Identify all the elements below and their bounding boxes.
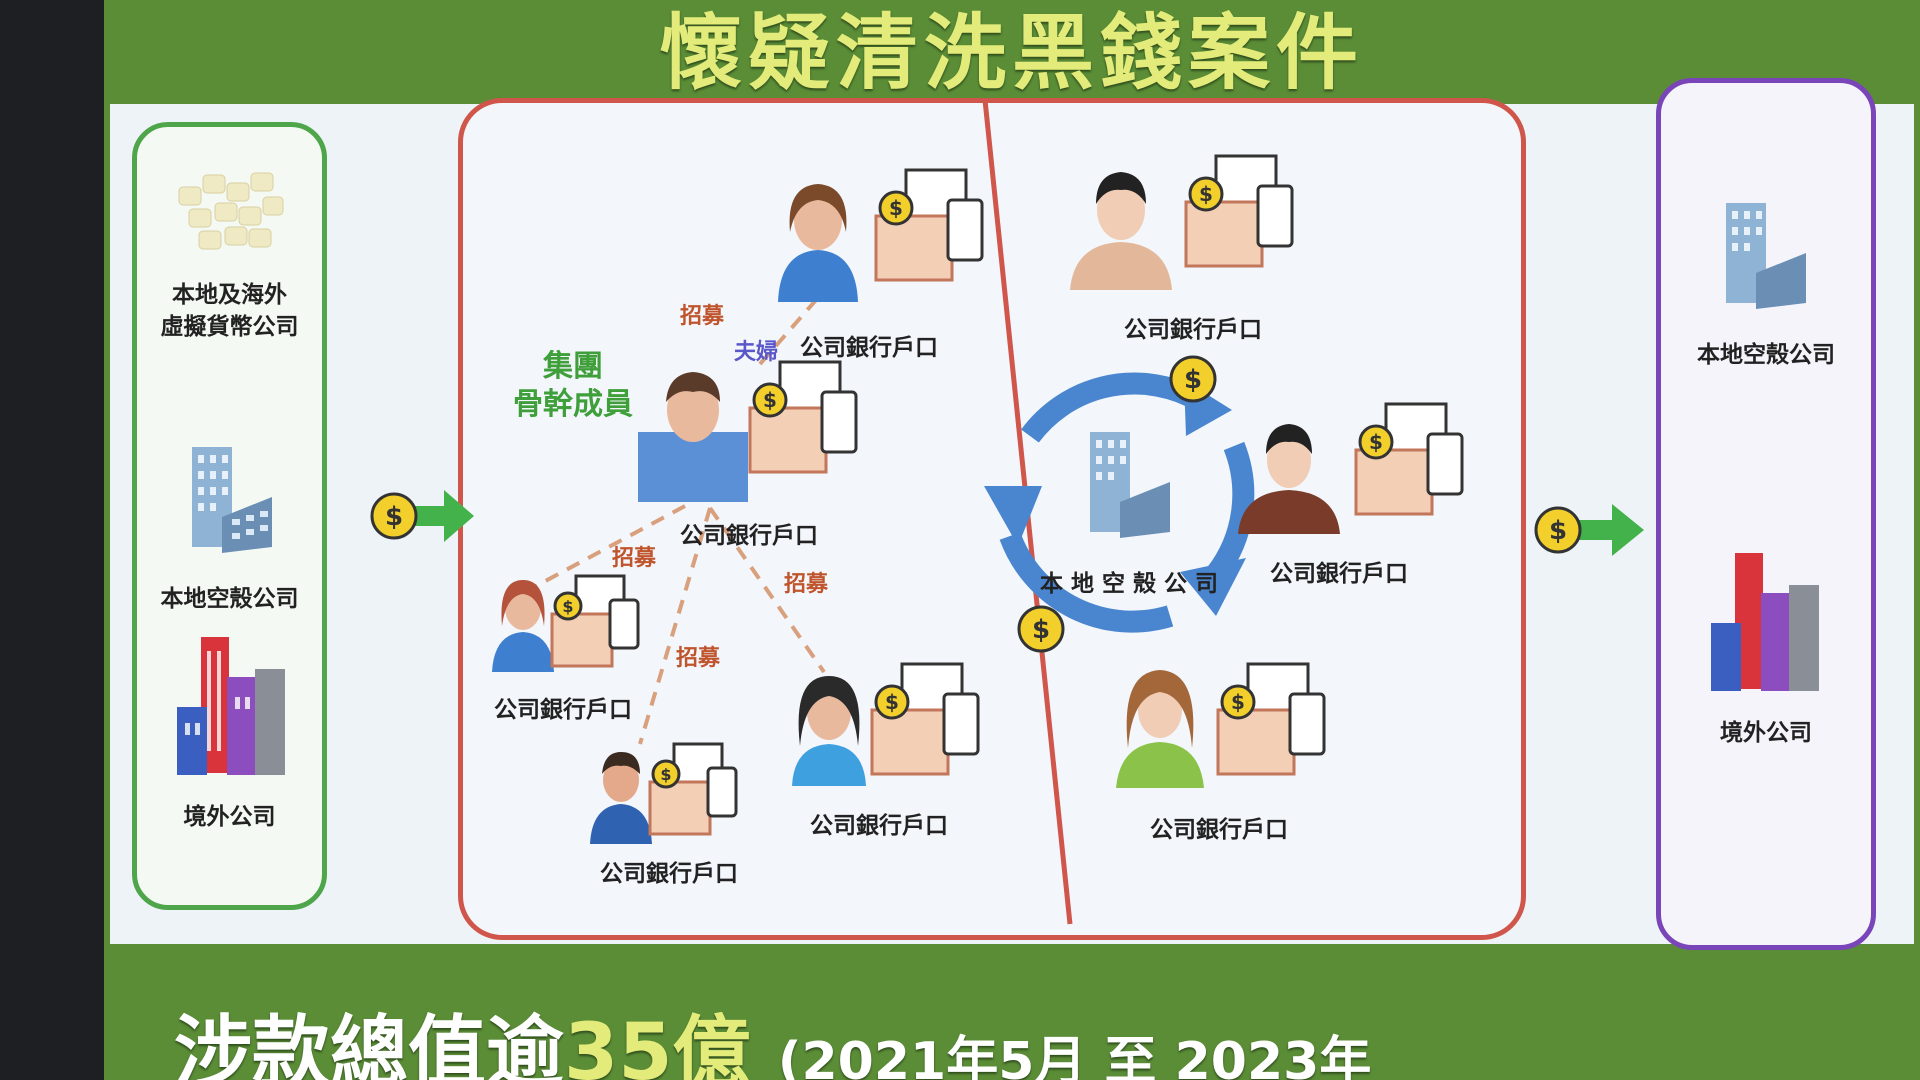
total-amount-caption: 涉款總值逾35億 (2021年5月 至 2023年: [174, 990, 1371, 1080]
recruit-a-avatar: [492, 580, 554, 672]
office-building-icon: [1726, 203, 1806, 309]
offshore-company-label: 境外公司: [183, 804, 276, 830]
man-b-avatar: [1238, 424, 1340, 534]
svg-text:$: $: [1231, 690, 1245, 714]
local-shell-company-label: 本地空殼公司: [160, 586, 299, 612]
svg-text:$: $: [1549, 516, 1567, 546]
man-b-account-label: 公司銀行戶口: [1270, 561, 1408, 587]
recruit-b-bankbook-icon: $: [648, 742, 738, 836]
recruit-c-account-label: 公司銀行戶口: [810, 813, 948, 839]
recruit-label-2: 招募: [784, 572, 829, 597]
woman-d-bankbook-icon: $: [1216, 662, 1326, 776]
man-a-bankbook-icon: $: [1184, 154, 1294, 268]
presentation-screen: 懷疑清洗黑錢案件 本地及海外 虛擬貨幣公司: [104, 0, 1920, 1080]
cycle-center-building-icon: [1090, 432, 1170, 538]
recruit-label-spouse: 招募: [680, 304, 725, 329]
recruit-a-account-label: 公司銀行戶口: [494, 697, 632, 723]
cycle-coin-icon-2: $: [1017, 605, 1065, 653]
svg-text:$: $: [1184, 365, 1202, 395]
colorful-buildings-icon: [177, 637, 285, 775]
core-bankbook-icon: $: [748, 360, 858, 474]
recruit-label-1: 招募: [612, 546, 657, 571]
colorful-buildings-icon: [1711, 553, 1819, 691]
svg-text:$: $: [889, 196, 903, 220]
right-shell-company-label: 本地空殼公司: [1697, 342, 1835, 368]
woman-d-avatar: [1116, 670, 1204, 788]
svg-text:$: $: [1032, 615, 1050, 645]
svg-text:$: $: [1199, 182, 1213, 206]
crypto-company-label: 本地及海外 虛擬貨幣公司: [160, 282, 299, 340]
center-network-panel: [458, 98, 1526, 940]
svg-text:$: $: [660, 765, 671, 784]
spouse-account-label: 公司銀行戶口: [800, 335, 938, 361]
left-sources-panel: 本地及海外 虛擬貨幣公司 本地空殼公司: [132, 122, 327, 910]
spouse-avatar: [778, 184, 858, 302]
right-offshore-company-label: 境外公司: [1720, 720, 1812, 746]
man-a-avatar: [1070, 172, 1172, 290]
core-member-label: 集團 骨幹成員: [513, 349, 633, 422]
core-member-avatar: [638, 372, 748, 502]
svg-text:$: $: [1369, 430, 1383, 454]
cycle-coin-icon-1: $: [1169, 355, 1217, 403]
flow-arrow-out: $: [1534, 504, 1644, 556]
puzzle-cluster-icon: [178, 172, 284, 250]
amount-period: (2021年5月 至 2023年: [777, 1032, 1372, 1080]
spouse-bankbook-icon: $: [874, 168, 984, 282]
recruit-b-account-label: 公司銀行戶口: [600, 861, 738, 887]
svg-text:$: $: [763, 388, 777, 412]
money-cycle-arrows: [984, 372, 1255, 633]
spouse-label: 夫婦: [734, 340, 779, 365]
office-building-icon: [192, 447, 272, 553]
svg-text:$: $: [385, 502, 403, 532]
recruit-b-avatar: [590, 752, 652, 844]
woman-d-account-label: 公司銀行戶口: [1150, 817, 1288, 843]
amount-value: 35億: [564, 1008, 751, 1080]
amount-prefix: 涉款總值逾: [174, 1008, 565, 1080]
slide-canvas: 本地及海外 虛擬貨幣公司 本地空殼公司: [110, 78, 1914, 950]
flow-arrow-in: $: [370, 490, 474, 542]
right-destinations-panel: 本地空殼公司 境外公司: [1656, 78, 1876, 950]
recruit-c-bankbook-icon: $: [870, 662, 980, 776]
cycle-shell-company-label: 本 地 空 殼 公 司: [1040, 571, 1219, 597]
svg-text:$: $: [885, 690, 899, 714]
man-a-account-label: 公司銀行戶口: [1124, 317, 1262, 343]
core-account-label: 公司銀行戶口: [680, 523, 818, 549]
svg-text:$: $: [562, 597, 573, 616]
recruit-label-3: 招募: [676, 646, 721, 671]
man-b-bankbook-icon: $: [1354, 402, 1464, 516]
slide-title: 懷疑清洗黑錢案件: [659, 6, 1364, 101]
recruit-c-avatar: [792, 676, 866, 786]
recruit-a-bankbook-icon: $: [550, 574, 640, 668]
